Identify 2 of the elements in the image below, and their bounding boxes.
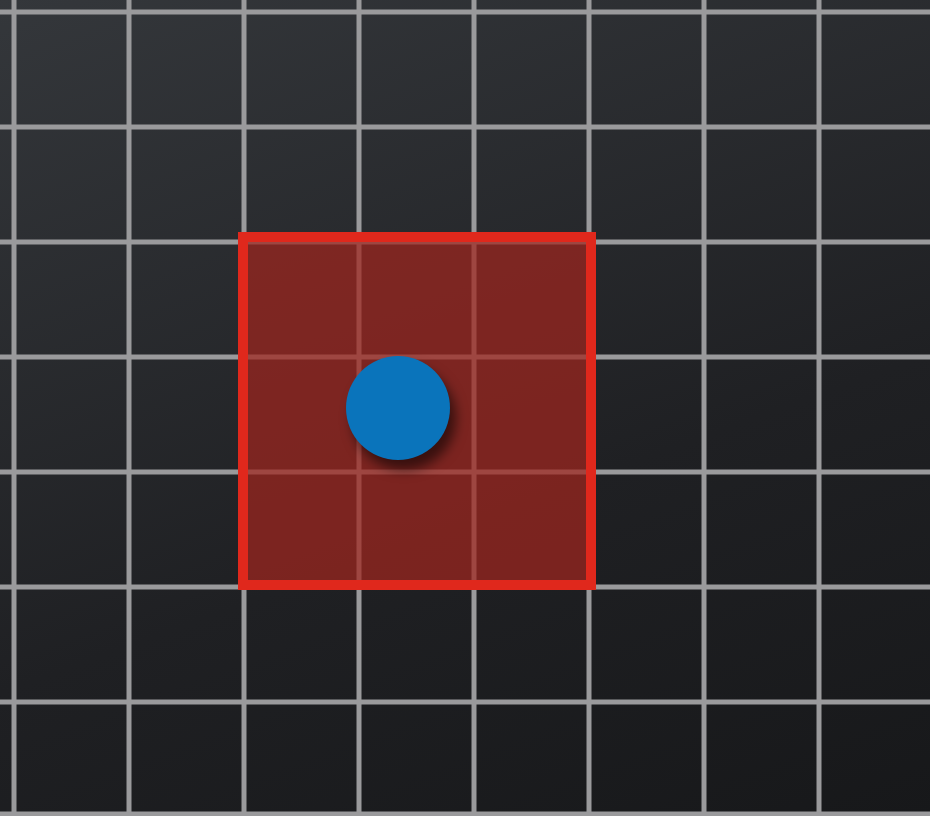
highlighted-square <box>238 232 596 590</box>
dot <box>346 356 450 460</box>
